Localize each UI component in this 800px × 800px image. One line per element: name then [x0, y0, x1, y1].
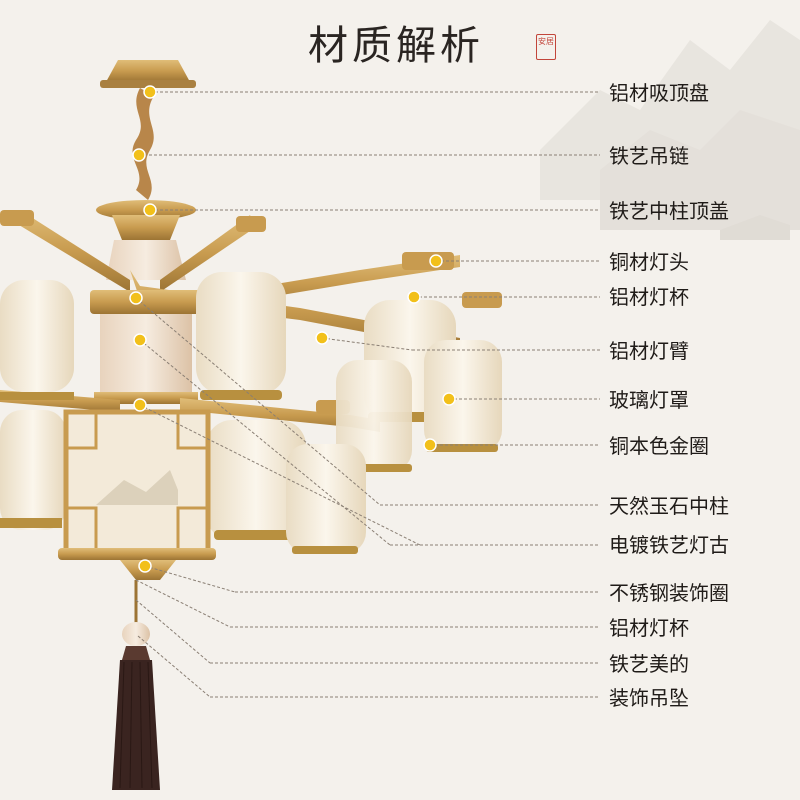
- callout-markers: [129, 85, 456, 573]
- label-steel-decorative-ring: 不锈钢装饰圈: [609, 581, 729, 605]
- label-aluminum-lamp-arm: 铝材灯臂: [609, 339, 689, 363]
- seal-stamp: 安居: [536, 34, 556, 60]
- pendant-tassel: [112, 560, 176, 790]
- lantern-cage: [58, 409, 216, 560]
- ceiling-canopy: [100, 60, 196, 88]
- label-iron-column-top-cap: 铁艺中柱顶盖: [609, 199, 729, 223]
- ink-mountain-background: [540, 20, 800, 240]
- label-aluminum-ceiling-plate: 铝材吸顶盘: [609, 81, 709, 105]
- page-title: 材质解析: [308, 23, 484, 69]
- column-ring: [90, 290, 202, 314]
- label-decorative-pendant: 装饰吊坠: [609, 686, 689, 710]
- label-iron-decoration: 铁艺美的: [609, 652, 689, 676]
- label-copper-gold-ring: 铜本色金圈: [609, 434, 709, 458]
- label-iron-chain: 铁艺吊链: [609, 144, 689, 168]
- label-copper-lamp-head: 铜材灯头: [609, 250, 689, 274]
- label-aluminum-lamp-cup-2: 铝材灯杯: [609, 616, 689, 640]
- label-aluminum-lamp-cup: 铝材灯杯: [609, 285, 689, 309]
- label-glass-shade: 玻璃灯罩: [609, 388, 689, 412]
- leader-lines: [135, 91, 600, 698]
- label-plated-iron-lantern: 电镀铁艺灯古: [609, 533, 729, 557]
- chain: [132, 88, 154, 200]
- label-natural-jade-column: 天然玉石中柱: [609, 494, 729, 518]
- glass-shades: [0, 272, 502, 554]
